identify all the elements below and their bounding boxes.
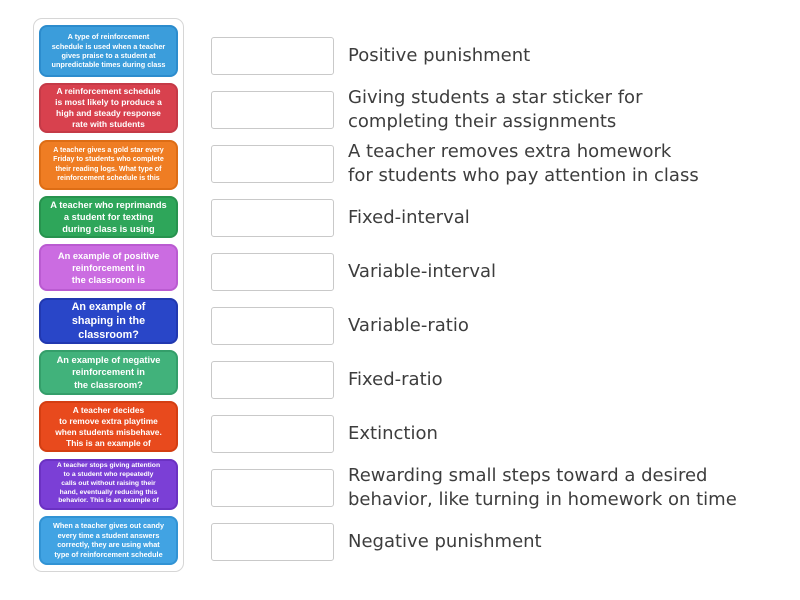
- answer-option-text: Giving students a star sticker for compl…: [348, 87, 643, 132]
- answer-option-text: Fixed-interval: [348, 207, 470, 228]
- match-row: Extinction: [211, 415, 438, 453]
- prompt-card-text: A type of reinforcement schedule is used…: [51, 32, 166, 70]
- prompt-card[interactable]: When a teacher gives out candy every tim…: [39, 515, 178, 565]
- prompt-card-text: A teacher stops giving attention to a st…: [56, 462, 161, 505]
- answer-option-text: Variable-interval: [348, 261, 496, 282]
- match-row: Negative punishment: [211, 523, 542, 561]
- answer-drop-zone[interactable]: [211, 307, 334, 345]
- match-row: A teacher removes extra homework for stu…: [211, 141, 699, 186]
- prompt-card[interactable]: A reinforcement schedule is most likely …: [39, 83, 178, 134]
- prompt-card-text: When a teacher gives out candy every tim…: [52, 521, 165, 559]
- answer-option-text: Fixed-ratio: [348, 369, 443, 390]
- prompt-card-text: An example of shaping in the classroom?: [71, 300, 146, 341]
- match-row: Fixed-interval: [211, 199, 470, 237]
- answer-drop-zone[interactable]: [211, 361, 334, 399]
- match-row: Variable-ratio: [211, 307, 469, 345]
- answer-drop-zone[interactable]: [211, 145, 334, 183]
- prompt-card-text: An example of negative reinforcement in …: [56, 355, 161, 390]
- answer-drop-zone[interactable]: [211, 199, 334, 237]
- prompt-card-text: A reinforcement schedule is most likely …: [55, 86, 162, 130]
- answer-drop-zone[interactable]: [211, 523, 334, 561]
- answer-option-text: Extinction: [348, 423, 438, 444]
- prompt-card-text: A teacher decides to remove extra playti…: [55, 404, 162, 448]
- answer-option-text: Rewarding small steps toward a desired b…: [348, 465, 737, 510]
- prompt-card[interactable]: A teacher stops giving attention to a st…: [39, 458, 178, 510]
- answer-drop-zone[interactable]: [211, 415, 334, 453]
- answer-drop-zone[interactable]: [211, 91, 334, 129]
- prompt-card[interactable]: A teacher gives a gold star every Friday…: [39, 139, 178, 190]
- match-row: Variable-interval: [211, 253, 496, 291]
- prompt-card-list: A type of reinforcement schedule is used…: [33, 18, 184, 572]
- prompt-card[interactable]: An example of negative reinforcement in …: [39, 349, 178, 395]
- match-row: Positive punishment: [211, 37, 530, 75]
- prompt-card[interactable]: An example of positive reinforcement in …: [39, 244, 178, 292]
- prompt-card[interactable]: An example of shaping in the classroom?: [39, 297, 178, 344]
- match-row: Giving students a star sticker for compl…: [211, 87, 642, 132]
- prompt-card[interactable]: A type of reinforcement schedule is used…: [39, 25, 178, 77]
- prompt-card-text: An example of positive reinforcement in …: [57, 250, 160, 285]
- answer-option-text: Positive punishment: [348, 45, 531, 66]
- prompt-card-text: A teacher gives a gold star every Friday…: [53, 146, 164, 182]
- answer-option-text: Variable-ratio: [348, 315, 469, 336]
- match-row: Fixed-ratio: [211, 361, 443, 399]
- prompt-card[interactable]: A teacher who reprimands a student for t…: [39, 195, 178, 238]
- answer-option-text: Negative punishment: [348, 531, 542, 552]
- answer-drop-zone[interactable]: [211, 469, 334, 507]
- prompt-card[interactable]: A teacher decides to remove extra playti…: [39, 401, 178, 453]
- answer-option-text: A teacher removes extra homework for stu…: [348, 141, 699, 186]
- answer-drop-zone[interactable]: [211, 37, 334, 75]
- prompt-card-text: A teacher who reprimands a student for t…: [50, 199, 167, 235]
- match-row: Rewarding small steps toward a desired b…: [211, 465, 737, 510]
- answer-drop-zone[interactable]: [211, 253, 334, 291]
